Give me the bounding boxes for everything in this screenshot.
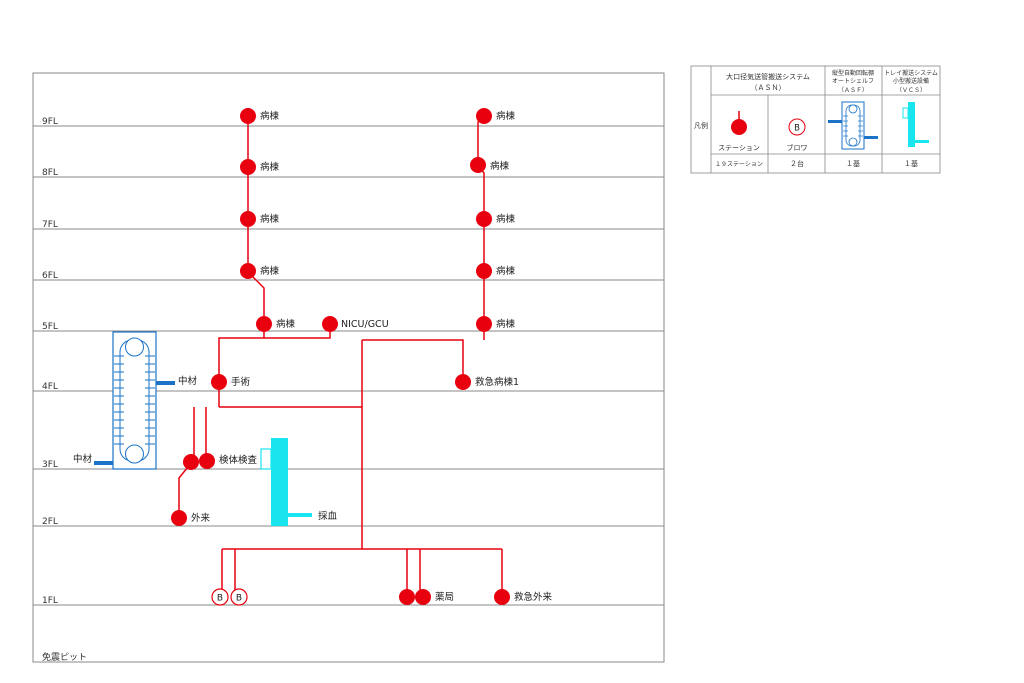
label-central-material-3f: 中材 [73, 453, 93, 465]
legend: 大口径気送管搬送システム （ＡＳＮ） 縦型自動回転棚 オートシェルフ （ＡＳＦ）… [690, 65, 941, 174]
legend-station-count: １９ステーション [715, 161, 763, 168]
legend-asf-title-2: オートシェルフ [832, 78, 874, 85]
floor-label-4: 4FL [42, 382, 58, 392]
blowers: B B [211, 588, 248, 606]
label-9f-right: 病棟 [496, 110, 516, 122]
legend-asf-title-1: 縦型自動回転棚 [832, 69, 874, 77]
floor-lines [33, 125, 664, 606]
station-9f-right [476, 108, 492, 124]
station-6f-right [476, 263, 492, 279]
legend-asn-title-1: 大口径気送管搬送システム [726, 72, 810, 81]
legend-blower-symbol [788, 118, 806, 136]
label-central-material-4f: 中材 [178, 375, 198, 387]
floor-label-3: 3FL [42, 460, 58, 470]
label-emergency-ward: 救急病棟1 [475, 376, 519, 388]
legend-vcs-title-2: 小型搬送設備 [893, 77, 929, 85]
floor-label-7: 7FL [42, 220, 58, 230]
station-2f-outpatient [171, 510, 187, 526]
legend-vcs-symbol [902, 102, 929, 147]
station-9f-left [240, 108, 256, 124]
asf-auto-shelf [94, 331, 175, 470]
label-5f-right: 病棟 [496, 318, 516, 330]
legend-blower-mark: B [794, 124, 800, 134]
station-1f-emergency [494, 589, 510, 605]
floor-label-6: 6FL [42, 271, 58, 281]
station-7f-right [476, 211, 492, 227]
legend-asf-count: １基 [846, 159, 860, 168]
station-5f-right [476, 316, 492, 332]
legend-blower-label: ブロワ [787, 143, 808, 152]
legend-vcs-count: １基 [904, 159, 918, 168]
label-8f-right: 病棟 [490, 160, 510, 172]
label-7f-right: 病棟 [496, 213, 516, 225]
label-8f-left: 病棟 [260, 161, 280, 173]
label-emergency-outpatient: 救急外来 [514, 591, 553, 603]
floor-label-1: 1FL [42, 596, 58, 606]
floor-label-2: 2FL [42, 517, 58, 527]
blower-mark-1: B [217, 594, 223, 604]
asn-stations [171, 108, 510, 605]
legend-blower-count: ２台 [790, 159, 804, 168]
label-surgery: 手術 [231, 376, 251, 388]
blower-1 [211, 588, 229, 606]
label-9f-left: 病棟 [260, 110, 280, 122]
label-6f-right: 病棟 [496, 265, 516, 277]
label-blood-draw: 採血 [318, 510, 338, 522]
label-outpatient: 外来 [191, 512, 211, 524]
station-5f-ward [256, 316, 272, 332]
station-1f-pharmacy-a [399, 589, 415, 605]
vcs-tray-system [260, 438, 312, 526]
legend-asf-symbol [828, 101, 878, 150]
blower-2 [230, 588, 248, 606]
legend-vcs-title-1: トレイ搬送システム [884, 69, 938, 77]
station-1f-pharmacy-b [415, 589, 431, 605]
station-7f-left [240, 211, 256, 227]
building-outline [32, 72, 665, 663]
label-specimen: 検体検査 [219, 454, 258, 466]
floor-label-5: 5FL [42, 322, 58, 332]
station-4f-emergency-ward [455, 374, 471, 390]
blower-mark-2: B [236, 594, 242, 604]
station-6f-left [240, 263, 256, 279]
legend-vcs-title-3: （ＶＣＳ） [896, 87, 926, 94]
legend-row-label: 凡例 [694, 121, 708, 130]
station-8f-left [240, 159, 256, 175]
asn-tube-lines [178, 115, 503, 597]
floor-label-9: 9FL [42, 117, 58, 127]
floor-label-8: 8FL [42, 168, 58, 178]
station-3f-specimen-a [183, 454, 199, 470]
floor-label-pit: 免震ピット [42, 651, 87, 663]
legend-station-symbol [731, 119, 747, 135]
label-pharmacy: 薬局 [435, 591, 454, 603]
legend-asf-title-3: （ＡＳＦ） [838, 87, 868, 94]
legend-station-label: ステーション [718, 144, 760, 152]
station-5f-nicu [322, 316, 338, 332]
label-6f-left: 病棟 [260, 265, 280, 277]
label-5f-ward: 病棟 [276, 318, 296, 330]
label-5f-nicu: NICU/GCU [341, 319, 389, 330]
station-8f-right [470, 157, 486, 173]
label-7f-left: 病棟 [260, 213, 280, 225]
station-3f-specimen-b [199, 453, 215, 469]
station-4f-surgery [211, 374, 227, 390]
legend-asn-title-2: （ＡＳＮ） [751, 84, 786, 92]
